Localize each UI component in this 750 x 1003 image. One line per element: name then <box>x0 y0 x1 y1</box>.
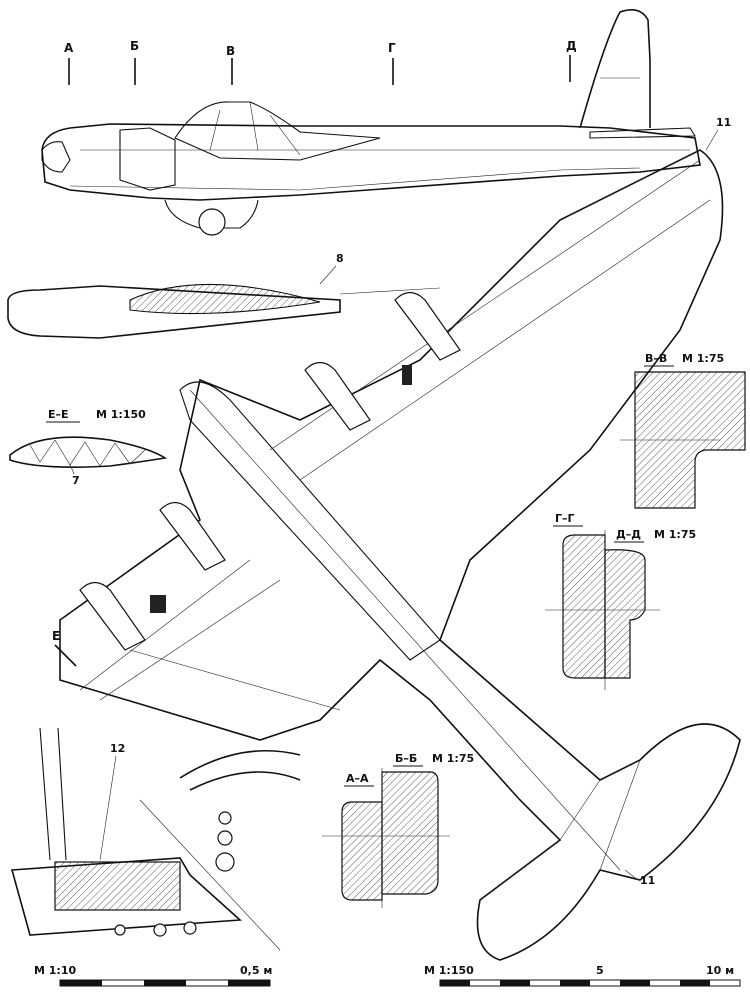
fuselage-profile: 8 <box>7 252 441 339</box>
section-ee: Е–Е М 1:150 7 <box>9 408 168 487</box>
section-mark-g: Г <box>388 41 396 55</box>
plan-view: 11 Е <box>52 149 741 961</box>
section-mark-d: Д <box>566 39 577 53</box>
section-mark-a: А <box>64 41 74 55</box>
section-mark-e: Е <box>52 629 60 643</box>
engine-nacelle <box>79 291 461 651</box>
section-aa-title: А–А <box>346 772 369 785</box>
section-mark-b: Б <box>130 39 139 53</box>
section-vv-scale: М 1:75 <box>682 352 724 365</box>
scale-bar-detail: М 1:10 0,5 м <box>34 964 272 987</box>
detail-hatch: 12 <box>10 727 301 951</box>
callout-11-top: 11 <box>716 116 731 129</box>
main-scale-mid: 5 <box>596 964 604 977</box>
callout-11-tail: 11 <box>640 874 655 887</box>
section-gg-dd: Г–Г Д–Д М 1:75 <box>545 512 696 690</box>
section-dd-scale: М 1:75 <box>654 528 696 541</box>
section-ee-title: Е–Е <box>48 408 69 421</box>
section-vv-title: В–В <box>645 352 667 365</box>
section-bb-title: Б–Б <box>395 752 417 765</box>
callout-12: 12 <box>110 742 125 755</box>
section-vv: В–В М 1:75 <box>620 352 746 509</box>
section-dd-title: Д–Д <box>616 528 641 541</box>
detail-scale-label: М 1:10 <box>34 964 76 977</box>
section-ee-scale: М 1:150 <box>96 408 146 421</box>
side-view: А Б В Г Д 11 <box>41 9 731 236</box>
section-gg-title: Г–Г <box>555 512 575 525</box>
scale-bar-main: М 1:150 5 10 м <box>424 964 741 987</box>
section-bb-aa: Б–Б М 1:75 А–А <box>322 752 474 908</box>
main-scale-label: М 1:150 <box>424 964 474 977</box>
callout-7: 7 <box>72 474 80 487</box>
detail-scale-end: 0,5 м <box>240 964 272 977</box>
section-bb-scale: М 1:75 <box>432 752 474 765</box>
callout-8: 8 <box>336 252 344 265</box>
main-scale-end: 10 м <box>706 964 734 977</box>
section-mark-v: В <box>226 44 235 58</box>
